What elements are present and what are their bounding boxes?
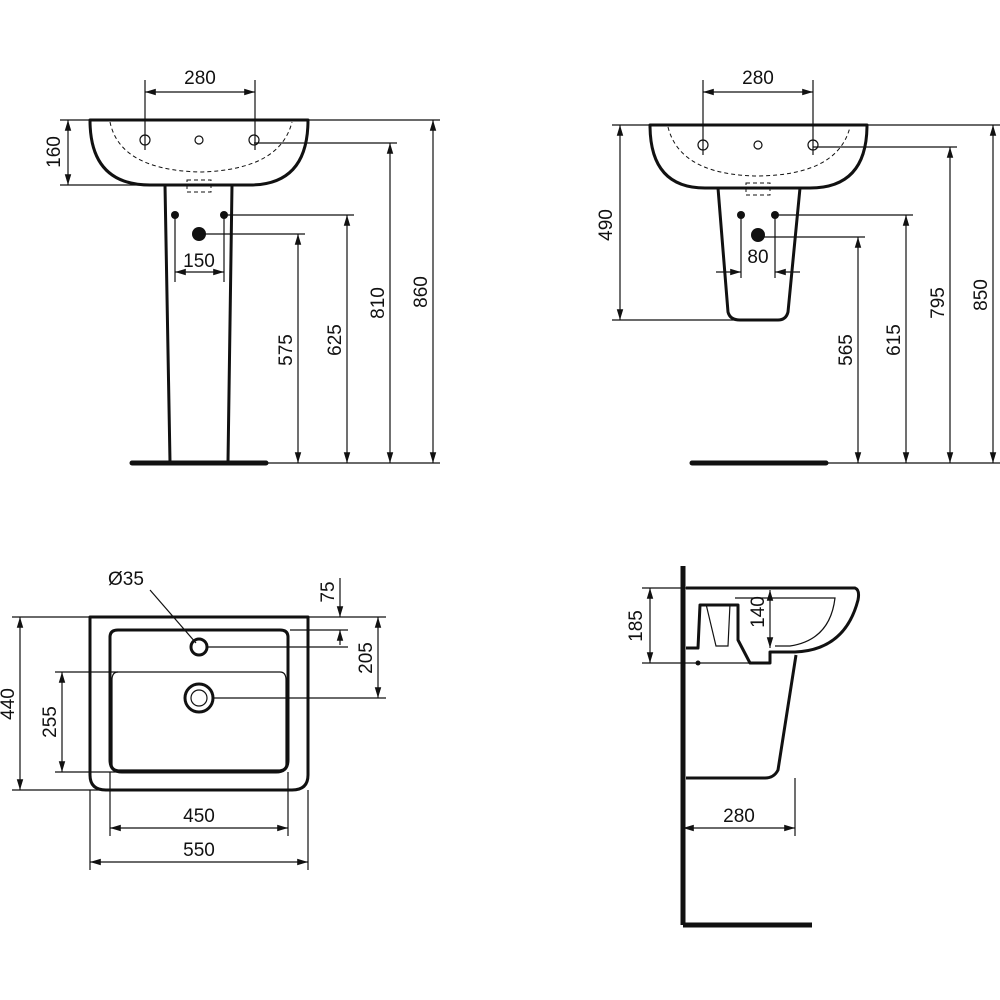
dim-850: 850 <box>971 279 992 311</box>
dim-615: 615 <box>884 324 905 356</box>
dim-205: 205 <box>356 642 377 674</box>
dim-280-side: 280 <box>723 806 755 827</box>
front-view-pedestal: 280 160 150 575 625 810 860 <box>44 68 440 466</box>
dim-160: 160 <box>44 136 65 168</box>
side-view: 185 140 280 <box>626 566 861 928</box>
dim-625: 625 <box>325 324 346 356</box>
dim-280: 280 <box>184 68 216 89</box>
dim-150: 150 <box>183 251 215 272</box>
dim-795: 795 <box>928 287 949 319</box>
dim-810: 810 <box>368 287 389 319</box>
dim-490: 490 <box>596 209 617 241</box>
dim-280-semi: 280 <box>742 68 774 89</box>
dim-tap-hole-diameter: Ø35 <box>108 569 144 590</box>
dim-440: 440 <box>0 688 19 720</box>
plan-view: Ø35 75 205 440 255 450 550 <box>0 569 386 870</box>
dim-255: 255 <box>40 706 61 738</box>
dim-575: 575 <box>276 334 297 366</box>
dim-185: 185 <box>626 610 647 642</box>
front-view-semi-pedestal: 280 490 80 565 615 795 850 <box>596 68 1000 466</box>
dim-550: 550 <box>183 840 215 861</box>
dim-75: 75 <box>318 581 339 602</box>
dim-140: 140 <box>748 596 769 628</box>
dim-450: 450 <box>183 806 215 827</box>
dim-860: 860 <box>411 276 432 308</box>
dim-565: 565 <box>836 334 857 366</box>
dim-80: 80 <box>747 247 768 268</box>
